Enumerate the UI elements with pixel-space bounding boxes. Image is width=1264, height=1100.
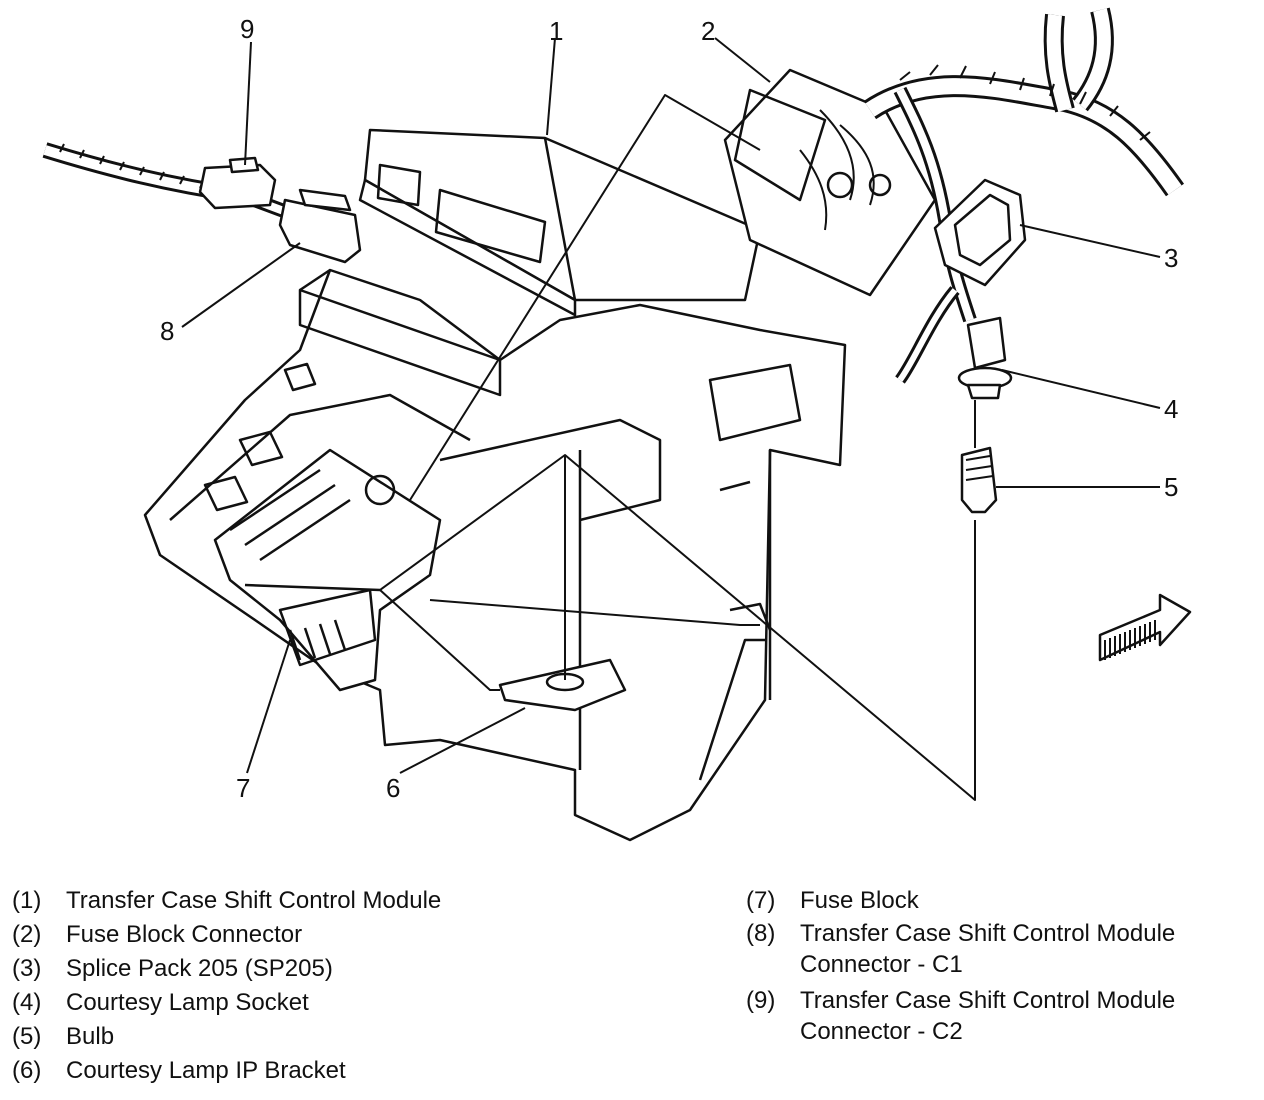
courtesy-lamp-socket xyxy=(957,316,1013,400)
legend-label: Courtesy Lamp Socket xyxy=(66,989,309,1016)
bulb xyxy=(960,446,998,514)
connector-c2 xyxy=(198,156,277,210)
legend-number: (9) xyxy=(746,987,776,1014)
legend-number: (3) xyxy=(12,955,42,982)
callout-3: 3 xyxy=(1164,243,1178,273)
legend-label: Transfer Case Shift Control Module Conne… xyxy=(800,987,1176,1045)
callout-1: 1 xyxy=(549,16,563,46)
legend-right-column: (7) Fuse Block (8) Transfer Case Shift C… xyxy=(746,884,1256,1052)
courtesy-lamp-bracket xyxy=(498,658,627,712)
legend-label: Bulb xyxy=(66,1023,115,1050)
legend-number: (7) xyxy=(746,887,776,914)
right-wire-harness xyxy=(863,7,1185,384)
instrument-panel-carrier xyxy=(143,268,847,842)
legend-label: Fuse Block Connector xyxy=(66,921,303,948)
legend-number: (1) xyxy=(12,887,42,914)
legend-item: (3) Splice Pack 205 (SP205) xyxy=(12,952,652,986)
callout-6: 6 xyxy=(386,773,400,803)
callout-leader-lines xyxy=(181,37,1161,774)
connector-c1 xyxy=(278,188,362,264)
legend-number: (5) xyxy=(12,1023,42,1050)
callout-9: 9 xyxy=(240,14,254,44)
callout-5: 5 xyxy=(1164,472,1178,502)
component-locator-diagram: 1 2 3 4 5 6 7 8 9 xyxy=(42,7,1192,842)
callout-8: 8 xyxy=(160,316,174,346)
left-wire-harness xyxy=(42,142,322,229)
fuse-block xyxy=(213,448,442,692)
legend-number: (2) xyxy=(12,921,42,948)
legend-item: (1) Transfer Case Shift Control Module xyxy=(12,884,652,918)
callout-4: 4 xyxy=(1164,394,1178,424)
legend-item: (5) Bulb xyxy=(12,1020,652,1054)
legend-label: Fuse Block xyxy=(800,887,919,914)
splice-pack-sp205 xyxy=(933,178,1027,287)
projection-lines xyxy=(379,94,976,801)
legend-item: (7) Fuse Block xyxy=(746,884,1256,918)
callout-7: 7 xyxy=(236,773,250,803)
legend-item: (6) Courtesy Lamp IP Bracket xyxy=(12,1054,652,1088)
legend-number: (8) xyxy=(746,920,776,947)
legend-number: (6) xyxy=(12,1057,42,1084)
legend-item: (4) Courtesy Lamp Socket xyxy=(12,986,652,1020)
legend-number: (4) xyxy=(12,989,42,1016)
legend-label: Courtesy Lamp IP Bracket xyxy=(66,1057,346,1084)
transfer-case-shift-control-module xyxy=(358,128,762,317)
legend-label: Splice Pack 205 (SP205) xyxy=(66,955,333,982)
callout-2: 2 xyxy=(701,16,715,46)
legend-item: (2) Fuse Block Connector xyxy=(12,918,652,952)
view-direction-arrow-icon xyxy=(1098,593,1192,662)
legend-label: Transfer Case Shift Control Module xyxy=(66,887,442,914)
legend-item: (9) Transfer Case Shift Control Module C… xyxy=(746,985,1256,1047)
legend-item: (8) Transfer Case Shift Control Module C… xyxy=(746,918,1256,980)
legend-label: Transfer Case Shift Control Module Conne… xyxy=(800,920,1176,978)
legend-left-column: (1) Transfer Case Shift Control Module (… xyxy=(12,884,652,1088)
